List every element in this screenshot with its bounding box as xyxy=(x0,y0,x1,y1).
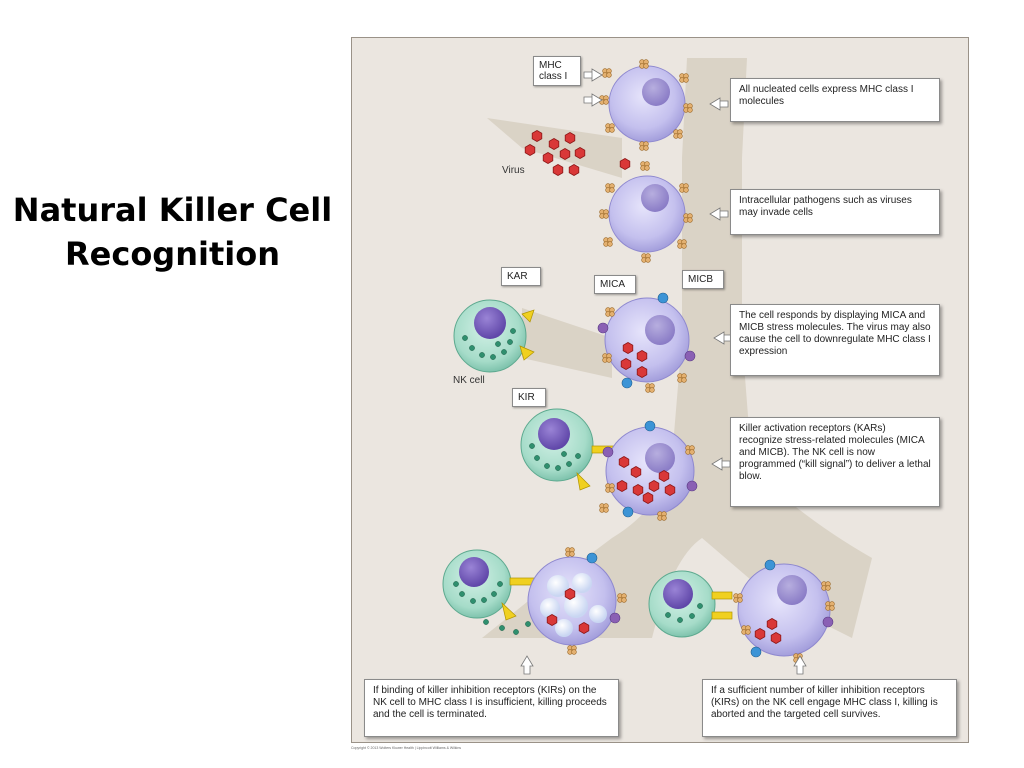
mica-label: MICA xyxy=(594,275,636,294)
nk-cell-2 xyxy=(520,408,615,491)
callout-stress-molecules: The cell responds by displaying MICA and… xyxy=(730,304,940,376)
slide-title: Natural Killer Cell Recognition xyxy=(0,188,345,276)
callout-viral-invasion: Intracellular pathogens such as viruses … xyxy=(730,189,940,235)
target-cell-4 xyxy=(599,420,698,521)
nk-band xyxy=(522,308,612,378)
micb-label: MICB xyxy=(682,270,724,289)
nk-cell-1 xyxy=(453,299,535,373)
dying-cell xyxy=(527,547,627,655)
nk-cell-3 xyxy=(442,549,535,635)
mhc-label: MHC class I xyxy=(533,56,581,86)
target-cell-3 xyxy=(597,292,696,393)
callout-cell-killed: If binding of killer inhibition receptor… xyxy=(364,679,619,737)
nk-cell-figure: MHC class I Virus KAR MICA MICB NK cell … xyxy=(351,37,969,743)
figure-artwork xyxy=(442,58,872,675)
slide-title-line2: Recognition xyxy=(65,235,280,273)
kir-label: KIR xyxy=(512,388,546,407)
copyright-text: Copyright © 2013 Wolters Kluwer Health |… xyxy=(351,746,462,750)
target-cell-2 xyxy=(599,161,693,263)
surviving-cell xyxy=(733,559,835,663)
callout-cell-survives: If a sufficient number of killer inhibit… xyxy=(702,679,957,737)
slide-title-line1: Natural Killer Cell xyxy=(12,191,333,229)
callout-mhc-expression: All nucleated cells express MHC class I … xyxy=(730,78,940,122)
nk-cell-4 xyxy=(648,570,733,638)
kar-label: KAR xyxy=(501,267,541,286)
callout-kill-signal: Killer activation receptors (KARs) recog… xyxy=(730,417,940,507)
nk-cell-label: NK cell xyxy=(453,375,485,386)
target-cell-1 xyxy=(599,59,693,151)
virus-label: Virus xyxy=(502,165,525,176)
